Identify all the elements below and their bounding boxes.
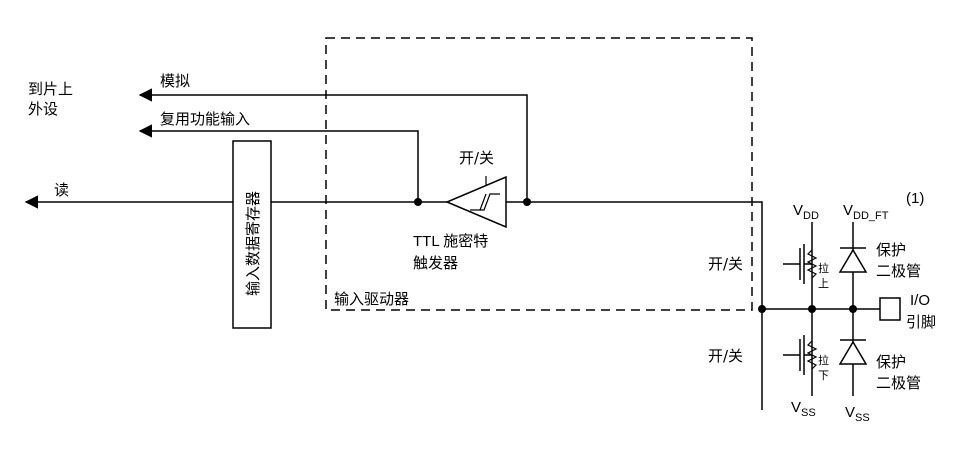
on-off-pullup-label: 开/关 xyxy=(708,255,743,273)
pull-up-network xyxy=(783,222,818,309)
alt-func-label: 复用功能输入 xyxy=(160,110,250,128)
vdd-ft-label: VDD_FT xyxy=(843,202,889,222)
junction-analog xyxy=(523,198,531,206)
junction-alt xyxy=(414,198,422,206)
pull-up-label-1: 拉 xyxy=(818,261,829,275)
vss-right-label: VSS xyxy=(845,404,870,424)
protect-diode-top-label-1: 保护 xyxy=(876,241,906,259)
footnote-mark: (1) xyxy=(906,190,924,207)
pull-down-network xyxy=(783,309,818,396)
read-label: 读 xyxy=(54,181,69,199)
input-driver-box xyxy=(325,37,753,311)
io-pin-box xyxy=(879,297,901,321)
io-pin-label-2: 引脚 xyxy=(906,313,936,331)
to-peripheral-label-1: 到片上 xyxy=(28,80,73,98)
pull-down-label-2: 下 xyxy=(818,369,829,382)
alt-func-line xyxy=(138,124,419,202)
input-driver-label: 输入驱动器 xyxy=(334,290,409,308)
schmitt-trigger xyxy=(445,175,507,229)
ttl-schmitt-label-2: 触发器 xyxy=(413,254,458,272)
analog-line xyxy=(138,88,528,202)
protection-diode-top xyxy=(838,222,868,309)
pull-up-label-2: 上 xyxy=(818,277,829,290)
analog-label: 模拟 xyxy=(160,72,190,90)
to-peripheral-label-2: 外设 xyxy=(28,100,58,118)
on-off-top-label: 开/关 xyxy=(459,149,494,167)
pull-down-label-1: 拉 xyxy=(818,353,829,367)
vss-left-label: VSS xyxy=(791,399,816,419)
protect-diode-bottom-label-1: 保护 xyxy=(876,353,906,371)
protect-diode-bottom-label-2: 二极管 xyxy=(876,374,921,392)
io-pin-label-1: I/O xyxy=(910,292,930,309)
vdd-label: VDD xyxy=(793,202,819,222)
protection-diode-bottom xyxy=(838,309,868,396)
input-data-register-label: 输入数据寄存器 xyxy=(244,191,262,296)
ttl-schmitt-label-1: TTL 施密特 xyxy=(413,233,488,250)
protect-diode-top-label-2: 二极管 xyxy=(876,262,921,280)
input-data-register xyxy=(232,140,272,329)
schmitt-to-pin-line xyxy=(506,201,763,410)
on-off-pulldown-label: 开/关 xyxy=(708,347,743,365)
